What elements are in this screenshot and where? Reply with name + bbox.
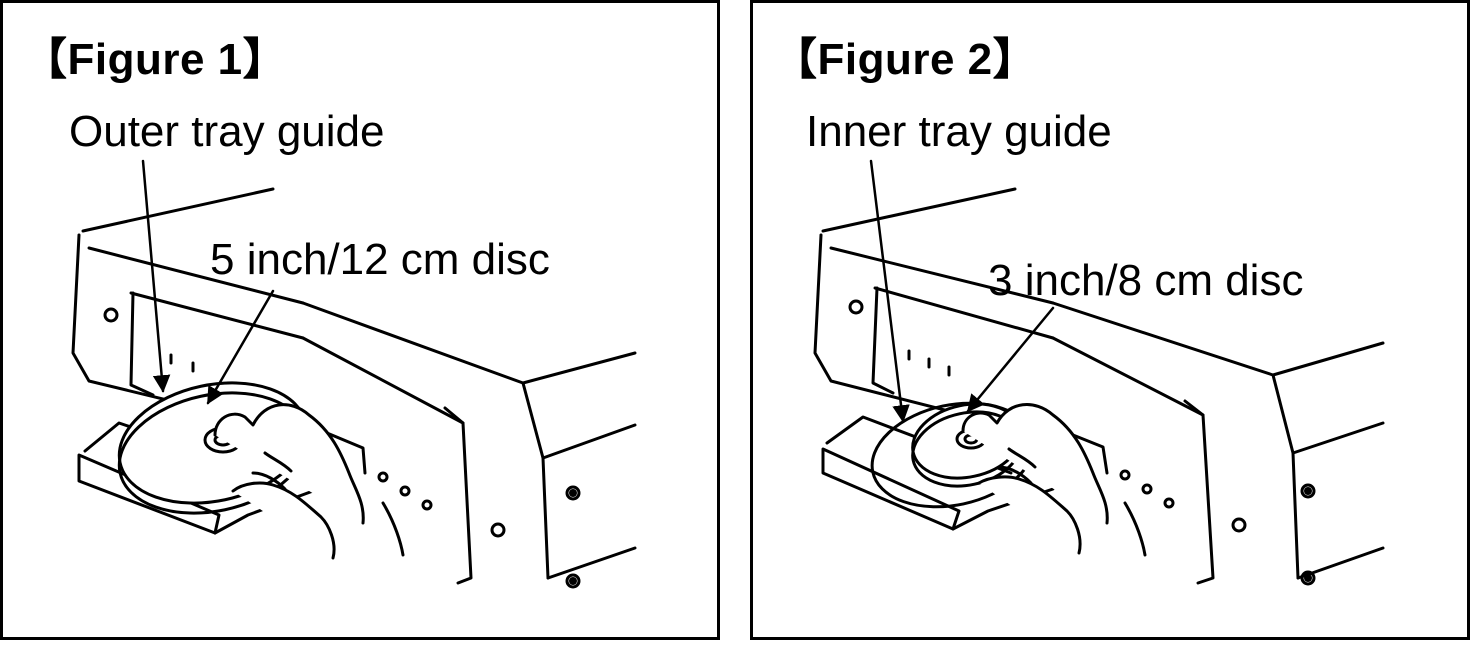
hand bbox=[961, 403, 1147, 557]
outer-tray-guide-leader bbox=[141, 159, 171, 393]
disc-size-label: 5 inch/12 cm disc bbox=[210, 235, 550, 284]
cd-player-body bbox=[813, 187, 1385, 586]
figure-title: 【Figure 2】 bbox=[773, 35, 1038, 84]
inner-tray-guide-leader bbox=[869, 159, 910, 423]
outer-tray-guide-label: Outer tray guide bbox=[69, 107, 385, 156]
cd-player-body bbox=[71, 187, 637, 589]
inner-tray-guide-label: Inner tray guide bbox=[806, 107, 1112, 156]
disc-label-leader bbox=[206, 289, 275, 405]
disc-label-leader bbox=[966, 306, 1055, 413]
figure-2-illustration bbox=[813, 159, 1385, 586]
figure-title: 【Figure 1】 bbox=[23, 35, 288, 84]
hand bbox=[213, 403, 405, 560]
figure-1-illustration bbox=[71, 159, 637, 589]
figure-2-panel: 【Figure 2】 Inner tray guide 3 inch/8 cm … bbox=[750, 0, 1470, 640]
disc-size-label: 3 inch/8 cm disc bbox=[988, 256, 1304, 305]
figure-1-panel: 【Figure 1】 Outer tray guide 5 inch/12 cm… bbox=[0, 0, 720, 640]
